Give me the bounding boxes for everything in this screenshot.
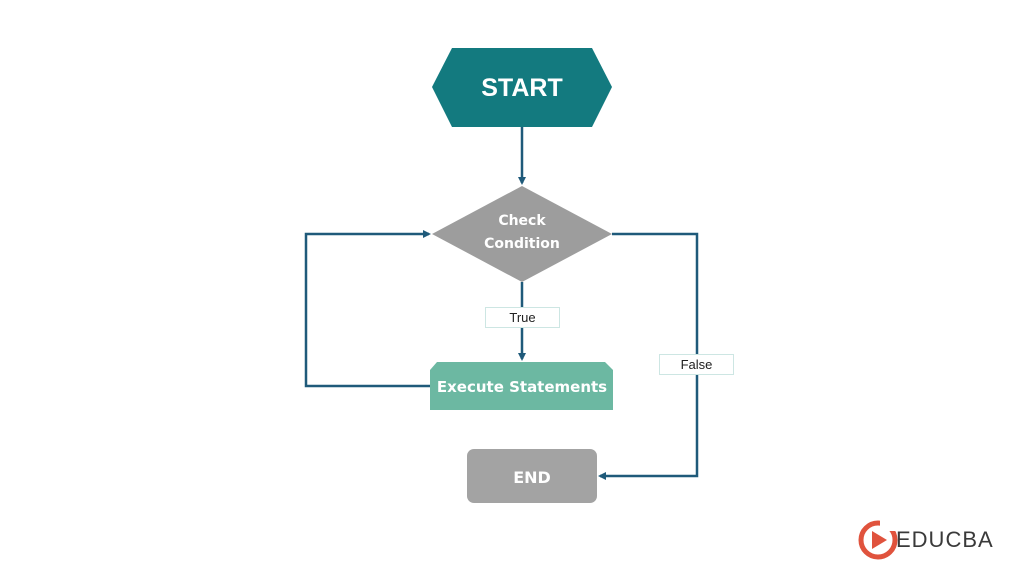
end-label: END	[513, 468, 551, 487]
condition-label-line1: Check	[498, 213, 546, 229]
false-edge-label: False	[659, 354, 734, 375]
brand-name: EDUCBA	[896, 527, 994, 552]
execute-label: Execute Statements	[437, 378, 607, 396]
start-node	[432, 48, 612, 127]
start-label: START	[481, 74, 562, 102]
arrow-loop-back	[304, 230, 431, 388]
educba-logo-icon	[858, 519, 898, 560]
condition-node	[432, 186, 612, 282]
execute-node	[430, 362, 613, 410]
true-edge-label: True	[485, 307, 560, 328]
end-node	[467, 449, 597, 503]
brand: EDUCBA	[852, 518, 994, 562]
condition-label-line2: Condition	[484, 236, 560, 252]
